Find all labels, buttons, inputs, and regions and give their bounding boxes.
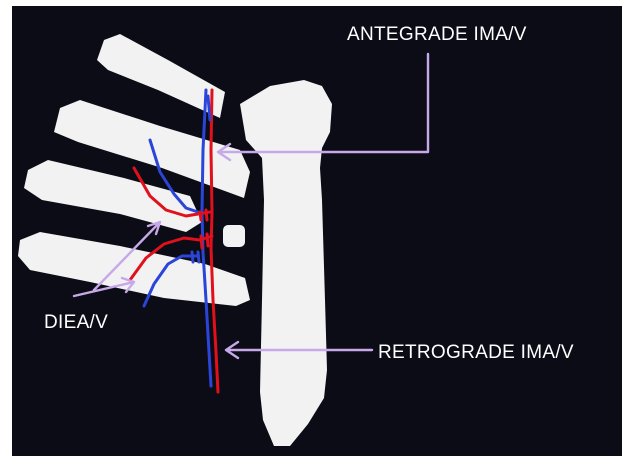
- antegrade-label: ANTEGRADE IMA/V: [347, 24, 527, 45]
- costal-cartilage-fragment: [223, 225, 245, 247]
- retrograde-label: RETROGRADE IMA/V: [378, 342, 574, 363]
- ima-vein-upper-stub: [208, 96, 210, 120]
- diea-label: DIEA/V: [44, 312, 108, 333]
